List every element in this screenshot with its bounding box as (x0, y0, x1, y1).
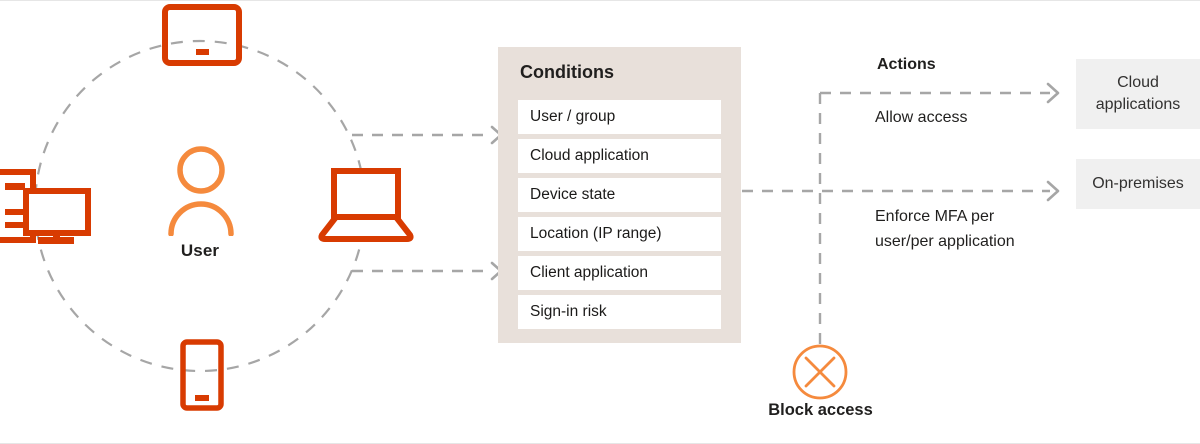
conditions-title: Conditions (520, 62, 614, 82)
condition-item-client-application[interactable]: Client application (518, 256, 721, 290)
tablet-icon (162, 4, 242, 71)
phone-icon (180, 339, 224, 416)
condition-item-user-group[interactable]: User / group (518, 100, 721, 134)
target-cloud-applications[interactable]: Cloud applications (1076, 59, 1200, 129)
conditions-panel: Conditions User / group Cloud applicatio… (498, 47, 741, 343)
condition-item-device-state[interactable]: Device state (518, 178, 721, 212)
target-on-premises[interactable]: On-premises (1076, 159, 1200, 209)
arrowhead-cloud (1046, 82, 1060, 104)
user-label: User (180, 241, 220, 260)
condition-item-cloud-application[interactable]: Cloud application (518, 139, 721, 173)
circle-x-icon (792, 344, 848, 400)
condition-item-sign-in-risk[interactable]: Sign-in risk (518, 295, 721, 329)
person-icon (166, 144, 236, 241)
action-enforce-mfa-label: Enforce MFA per user/per application (875, 208, 1015, 250)
condition-item-location-ip-range[interactable]: Location (IP range) (518, 217, 721, 251)
actions-title: Actions (877, 56, 936, 73)
action-allow-access-label: Allow access (875, 109, 968, 126)
block-access-label: Block access (768, 401, 873, 419)
conditions-list: User / group Cloud application Device st… (518, 100, 721, 329)
laptop-icon (318, 167, 414, 248)
desktop-server-icon (0, 169, 92, 252)
arrowhead-onprem (1046, 180, 1060, 202)
